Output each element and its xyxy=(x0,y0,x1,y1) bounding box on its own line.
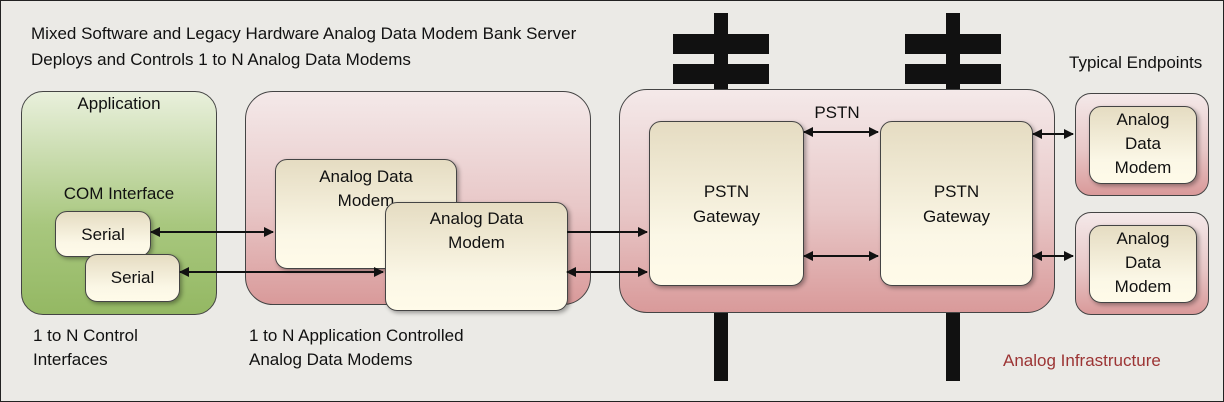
analog-modem-2-line-2: Modem xyxy=(448,233,505,252)
analog-modem-1-line-1: Analog Data xyxy=(319,167,413,186)
endpoint-modem-2-line-2: Data xyxy=(1125,253,1161,272)
endpoint-modem-2-line-1: Analog xyxy=(1116,229,1170,248)
modem-bank-caption-line-2: Analog Data Modems xyxy=(249,350,413,369)
control-interfaces-caption-line-2: Interfaces xyxy=(33,350,108,369)
endpoint-modem-1-line-1: Analog xyxy=(1116,110,1170,129)
serial-port-1: Serial xyxy=(55,211,151,257)
analog-modem-1-line-2: Modem xyxy=(337,191,395,210)
modem-bank-caption: 1 to N Application Controlled Analog Dat… xyxy=(249,324,464,372)
control-interfaces-caption: 1 to N Control Interfaces xyxy=(33,324,138,372)
pstn-label: PSTN xyxy=(814,103,860,122)
title-line-2: Deploys and Controls 1 to N Analog Data … xyxy=(31,50,411,69)
analog-modem-2-line-1: Analog Data xyxy=(429,209,524,228)
pstn-gateway-2: PSTN Gateway xyxy=(880,121,1033,286)
typical-endpoints-heading: Typical Endpoints xyxy=(1069,53,1203,72)
analog-infrastructure-label: Analog Infrastructure xyxy=(1003,351,1161,370)
serial-port-2-label: Serial xyxy=(110,268,155,287)
modem-bank-caption-line-1: 1 to N Application Controlled xyxy=(249,326,464,345)
application-panel: Application COM Interface xyxy=(21,91,217,315)
pstn-gateway-1-line-2: Gateway xyxy=(692,207,761,226)
pstn-gateway-1: PSTN Gateway xyxy=(649,121,804,286)
serial-port-1-label: Serial xyxy=(81,225,125,244)
diagram-title: Mixed Software and Legacy Hardware Analo… xyxy=(31,21,576,73)
pstn-gateway-2-line-1: PSTN xyxy=(933,182,980,201)
pstn-gateway-2-line-2: Gateway xyxy=(922,207,991,226)
endpoint-modem-2: Analog Data Modem xyxy=(1089,225,1197,303)
endpoint-modem-1-line-2: Data xyxy=(1125,134,1161,153)
endpoint-modem-1-line-3: Modem xyxy=(1114,158,1172,177)
application-heading: Application xyxy=(77,94,161,113)
com-interface-label: COM Interface xyxy=(63,184,175,203)
endpoint-modem-1: Analog Data Modem xyxy=(1089,106,1197,184)
title-line-1: Mixed Software and Legacy Hardware Analo… xyxy=(31,24,577,43)
pstn-gateway-1-line-1: PSTN xyxy=(703,182,750,201)
control-interfaces-caption-line-1: 1 to N Control xyxy=(33,326,138,345)
analog-modem-2: Analog Data Modem xyxy=(385,202,568,311)
serial-port-2: Serial xyxy=(85,254,180,302)
endpoint-modem-2-line-3: Modem xyxy=(1114,277,1172,296)
